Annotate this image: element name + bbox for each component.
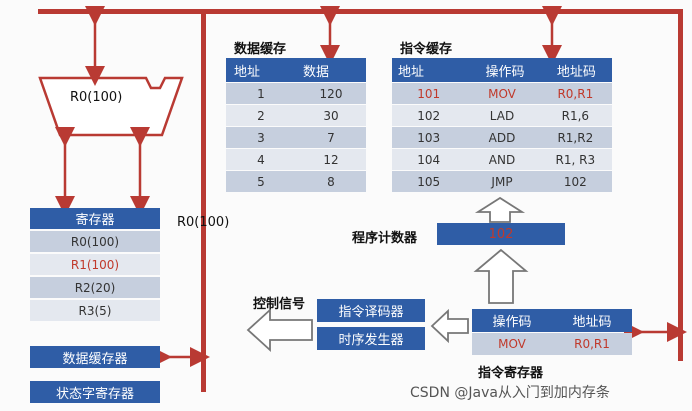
data-cache-value: 30 (323, 108, 339, 123)
instr-cache-row: 102 LAD R1,6 (392, 105, 612, 126)
main-vertical-bus (201, 9, 206, 392)
register-row: R3(5) (30, 300, 160, 321)
ir-label: 指令寄存器 (478, 366, 544, 381)
data-cache-title: 数据缓存 (234, 42, 287, 57)
ir-opcode-value: MOV (498, 337, 526, 351)
instr-opcode: LAD (489, 108, 515, 123)
data-cache-value: 12 (323, 152, 339, 167)
ir-values: MOV R0,R1 (472, 333, 632, 355)
register-title: 寄存器 (75, 213, 115, 228)
instr-cache-col-operand: 地址码 (556, 64, 596, 80)
register-value: R3(5) (78, 303, 112, 318)
data-cache-row: 5 8 (226, 171, 366, 192)
pc-to-cache-arrow (474, 196, 526, 223)
data-cache-address: 5 (257, 174, 265, 189)
register-row: R1(100) (30, 254, 160, 275)
instr-address: 101 (417, 86, 441, 101)
control-signal-label: 控制信号 (253, 297, 306, 312)
program-counter: 102 (437, 223, 565, 245)
ir-header: 操作码 地址码 (472, 309, 632, 332)
pc-label: 程序计数器 (352, 231, 418, 246)
alu-shape (38, 76, 184, 137)
register-row: R0(100) (30, 231, 160, 252)
instr-cache-header: 地址 操作码 地址码 (392, 58, 612, 82)
register-header: 寄存器 (30, 208, 160, 229)
instr-operand: R1,R2 (557, 130, 594, 145)
instr-operand: R0,R1 (557, 86, 594, 101)
instr-opcode: MOV (488, 86, 516, 101)
data-cache-address: 3 (257, 130, 265, 145)
data-buffer-register: 数据缓存器 (30, 346, 160, 368)
instruction-decoder-label: 指令译码器 (338, 305, 404, 320)
data-cache-col-data: 数据 (303, 64, 330, 80)
data-buffer-register-label: 数据缓存器 (62, 351, 128, 367)
ir-operand-value: R0,R1 (574, 337, 610, 351)
instr-opcode: JMP (491, 174, 513, 189)
data-cache-row: 4 12 (226, 149, 366, 170)
instr-operand: R1, R3 (555, 152, 596, 167)
instr-operand: 102 (563, 174, 587, 189)
data-cache-address: 1 (257, 86, 265, 101)
data-cache-address: 2 (257, 108, 265, 123)
ir-to-pc-arrow (473, 248, 529, 304)
instr-cache-title: 指令缓存 (400, 42, 453, 57)
data-cache-value: 7 (327, 130, 335, 145)
data-cache-value: 8 (327, 174, 335, 189)
right-vertical-bus (678, 9, 683, 361)
instr-cache-col-address: 地址 (398, 64, 425, 80)
instr-cache-row: 103 ADD R1,R2 (392, 127, 612, 148)
instr-opcode: ADD (488, 130, 516, 145)
instr-opcode: AND (488, 152, 516, 167)
instr-address: 105 (417, 174, 441, 189)
status-register: 状态字寄存器 (30, 381, 160, 403)
instr-cache-row: 105 JMP 102 (392, 171, 612, 192)
watermark: CSDN @Java从入门到加内存条 (410, 385, 610, 401)
data-cache-row: 2 30 (226, 105, 366, 126)
data-cache-row: 1 120 (226, 83, 366, 104)
ir-to-decoder-arrow (430, 308, 469, 344)
register-value: R2(20) (74, 280, 116, 295)
register-value-highlighted: R1(100) (70, 257, 120, 272)
timing-generator-label: 时序发生器 (338, 333, 404, 348)
timing-generator: 时序发生器 (317, 327, 425, 350)
status-register-label: 状态字寄存器 (55, 386, 134, 402)
instr-cache-col-opcode: 操作码 (485, 64, 525, 80)
register-row: R2(20) (30, 277, 160, 298)
instr-cache-row: 104 AND R1, R3 (392, 149, 612, 170)
instruction-decoder: 指令译码器 (317, 299, 425, 322)
data-cache-header: 地址 数据 (226, 58, 366, 82)
data-cache-col-address: 地址 (234, 64, 261, 80)
register-value: R0(100) (70, 234, 120, 249)
top-bus (38, 9, 683, 14)
data-cache-value: 120 (319, 86, 343, 101)
pc-value: 102 (488, 226, 514, 242)
control-signal-arrow (246, 307, 313, 353)
alu-label: R0(100) (70, 90, 123, 105)
instr-address: 102 (417, 108, 441, 123)
instr-address: 103 (417, 130, 441, 145)
ir-col-operand: 地址码 (572, 315, 612, 330)
data-cache-address: 4 (257, 152, 265, 167)
data-cache-row: 3 7 (226, 127, 366, 148)
bus-value-label: R0(100) (177, 215, 230, 230)
instr-address: 104 (417, 152, 441, 167)
ir-col-opcode: 操作码 (492, 315, 532, 330)
instr-cache-row: 101 MOV R0,R1 (392, 83, 612, 104)
instr-operand: R1,6 (561, 108, 590, 123)
